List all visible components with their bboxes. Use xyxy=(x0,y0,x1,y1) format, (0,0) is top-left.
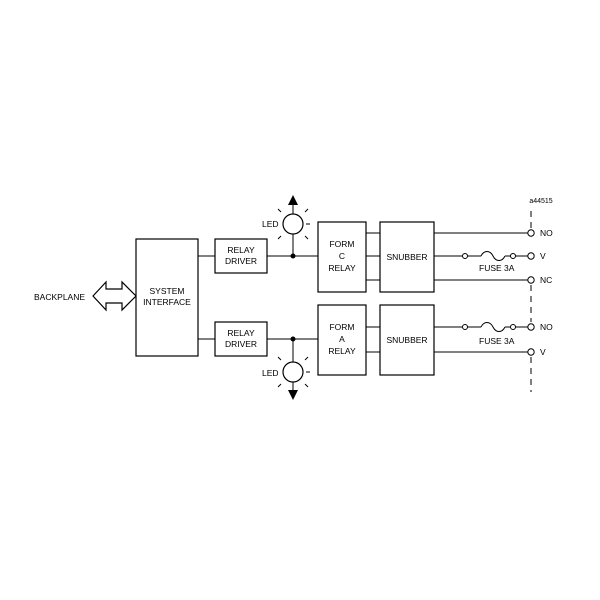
terminal-top-nc xyxy=(527,276,535,284)
relay-driver-top-line2: DRIVER xyxy=(225,256,257,266)
fuse-bottom-icon xyxy=(462,322,516,332)
snubber-top-box xyxy=(379,221,435,293)
snubber-bottom-label: SNUBBER xyxy=(386,335,427,345)
system-interface-line2: INTERFACE xyxy=(143,297,191,307)
terminal-top-no xyxy=(527,229,535,237)
system-interface-line1: SYSTEM xyxy=(150,286,185,296)
form-a-relay-line3: RELAY xyxy=(328,346,356,356)
terminal-top-nc-label: NC xyxy=(540,275,552,285)
led-top-icon xyxy=(277,195,310,240)
snubber-top-label: SNUBBER xyxy=(386,252,427,262)
fuse-top-icon xyxy=(462,251,516,261)
led-top-label: LED xyxy=(262,219,279,229)
form-c-relay-box xyxy=(317,221,367,293)
relay-driver-top-line1: RELAY xyxy=(227,245,255,255)
relay-driver-bottom-box xyxy=(214,321,268,357)
form-a-relay-line2: A xyxy=(339,334,345,344)
terminal-top-no-label: NO xyxy=(540,228,553,238)
figure-id: a44515 xyxy=(529,198,552,205)
terminal-top-v-label: V xyxy=(540,251,546,261)
system-interface-box xyxy=(135,238,199,357)
led-bottom-label: LED xyxy=(262,368,279,378)
terminal-top-v xyxy=(527,252,535,260)
relay-driver-bottom-line2: DRIVER xyxy=(225,339,257,349)
fuse-top-label: FUSE 3A xyxy=(479,263,515,273)
form-c-relay-line2: C xyxy=(339,251,345,261)
form-c-relay-line1: FORM xyxy=(329,239,354,249)
form-c-relay-line3: RELAY xyxy=(328,263,356,273)
terminal-bottom-v xyxy=(527,348,535,356)
terminal-bottom-no xyxy=(527,323,535,331)
form-a-relay-line1: FORM xyxy=(329,322,354,332)
relay-driver-bottom-line1: RELAY xyxy=(227,328,255,338)
fuse-bottom-label: FUSE 3A xyxy=(479,336,515,346)
form-a-relay-box xyxy=(317,304,367,376)
terminal-bottom-no-label: NO xyxy=(540,322,553,332)
led-bottom-icon xyxy=(277,356,310,400)
backplane-double-arrow xyxy=(92,280,137,312)
terminal-bottom-v-label: V xyxy=(540,347,546,357)
backplane-label: BACKPLANE xyxy=(34,292,85,302)
snubber-bottom-box xyxy=(379,304,435,376)
